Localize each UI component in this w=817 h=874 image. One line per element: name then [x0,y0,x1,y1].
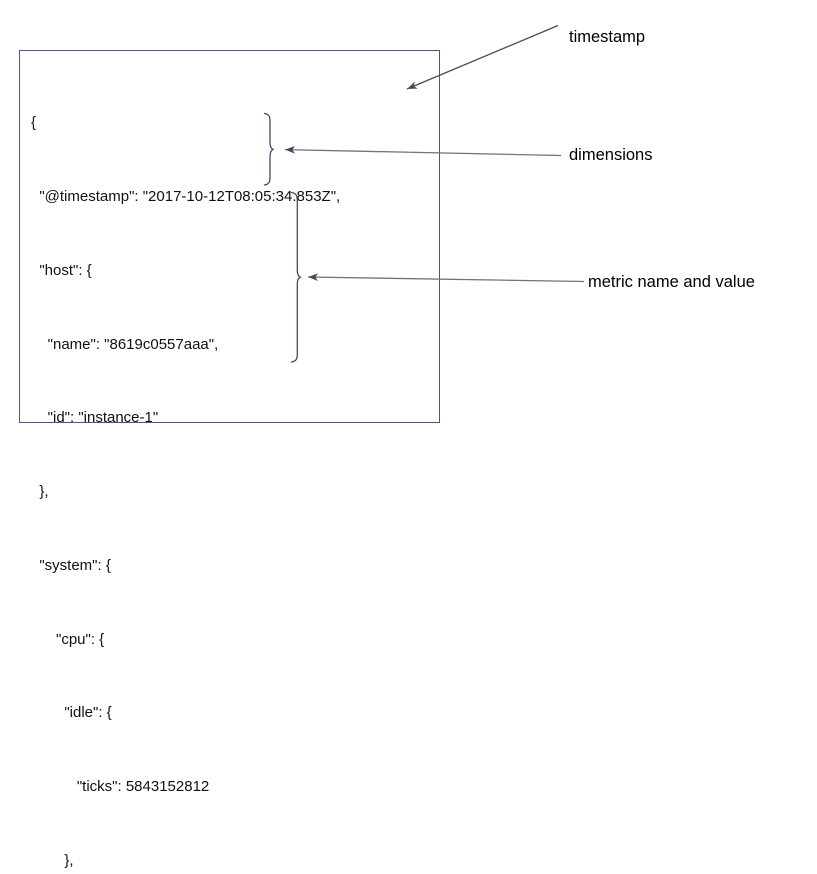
brace-metric [290,191,302,363]
code-line-6: "system": { [31,556,111,574]
annotation-label-dimensions: dimensions [569,146,653,164]
annotation-label-metric: metric name and value [588,273,755,291]
annotation-overlay [263,24,585,363]
code-line-7: "cpu": { [31,630,105,648]
brace-dimensions [263,112,274,186]
code-line-8: "idle": { [31,704,112,722]
code-line-9: "ticks": 5843152812 [31,778,210,796]
diagram-canvas: { "@timestamp": "2017-10-12T08:05:34.853… [19,24,755,869]
code-line-10: }, [31,852,74,869]
leader-arrow-dimensions [284,146,562,157]
annotation-label-timestamp: timestamp [569,28,646,46]
code-line-5: }, [31,483,49,501]
json-document-box [19,50,440,423]
leader-arrow-metric [307,273,585,283]
leader-arrow-timestamp [406,24,559,90]
